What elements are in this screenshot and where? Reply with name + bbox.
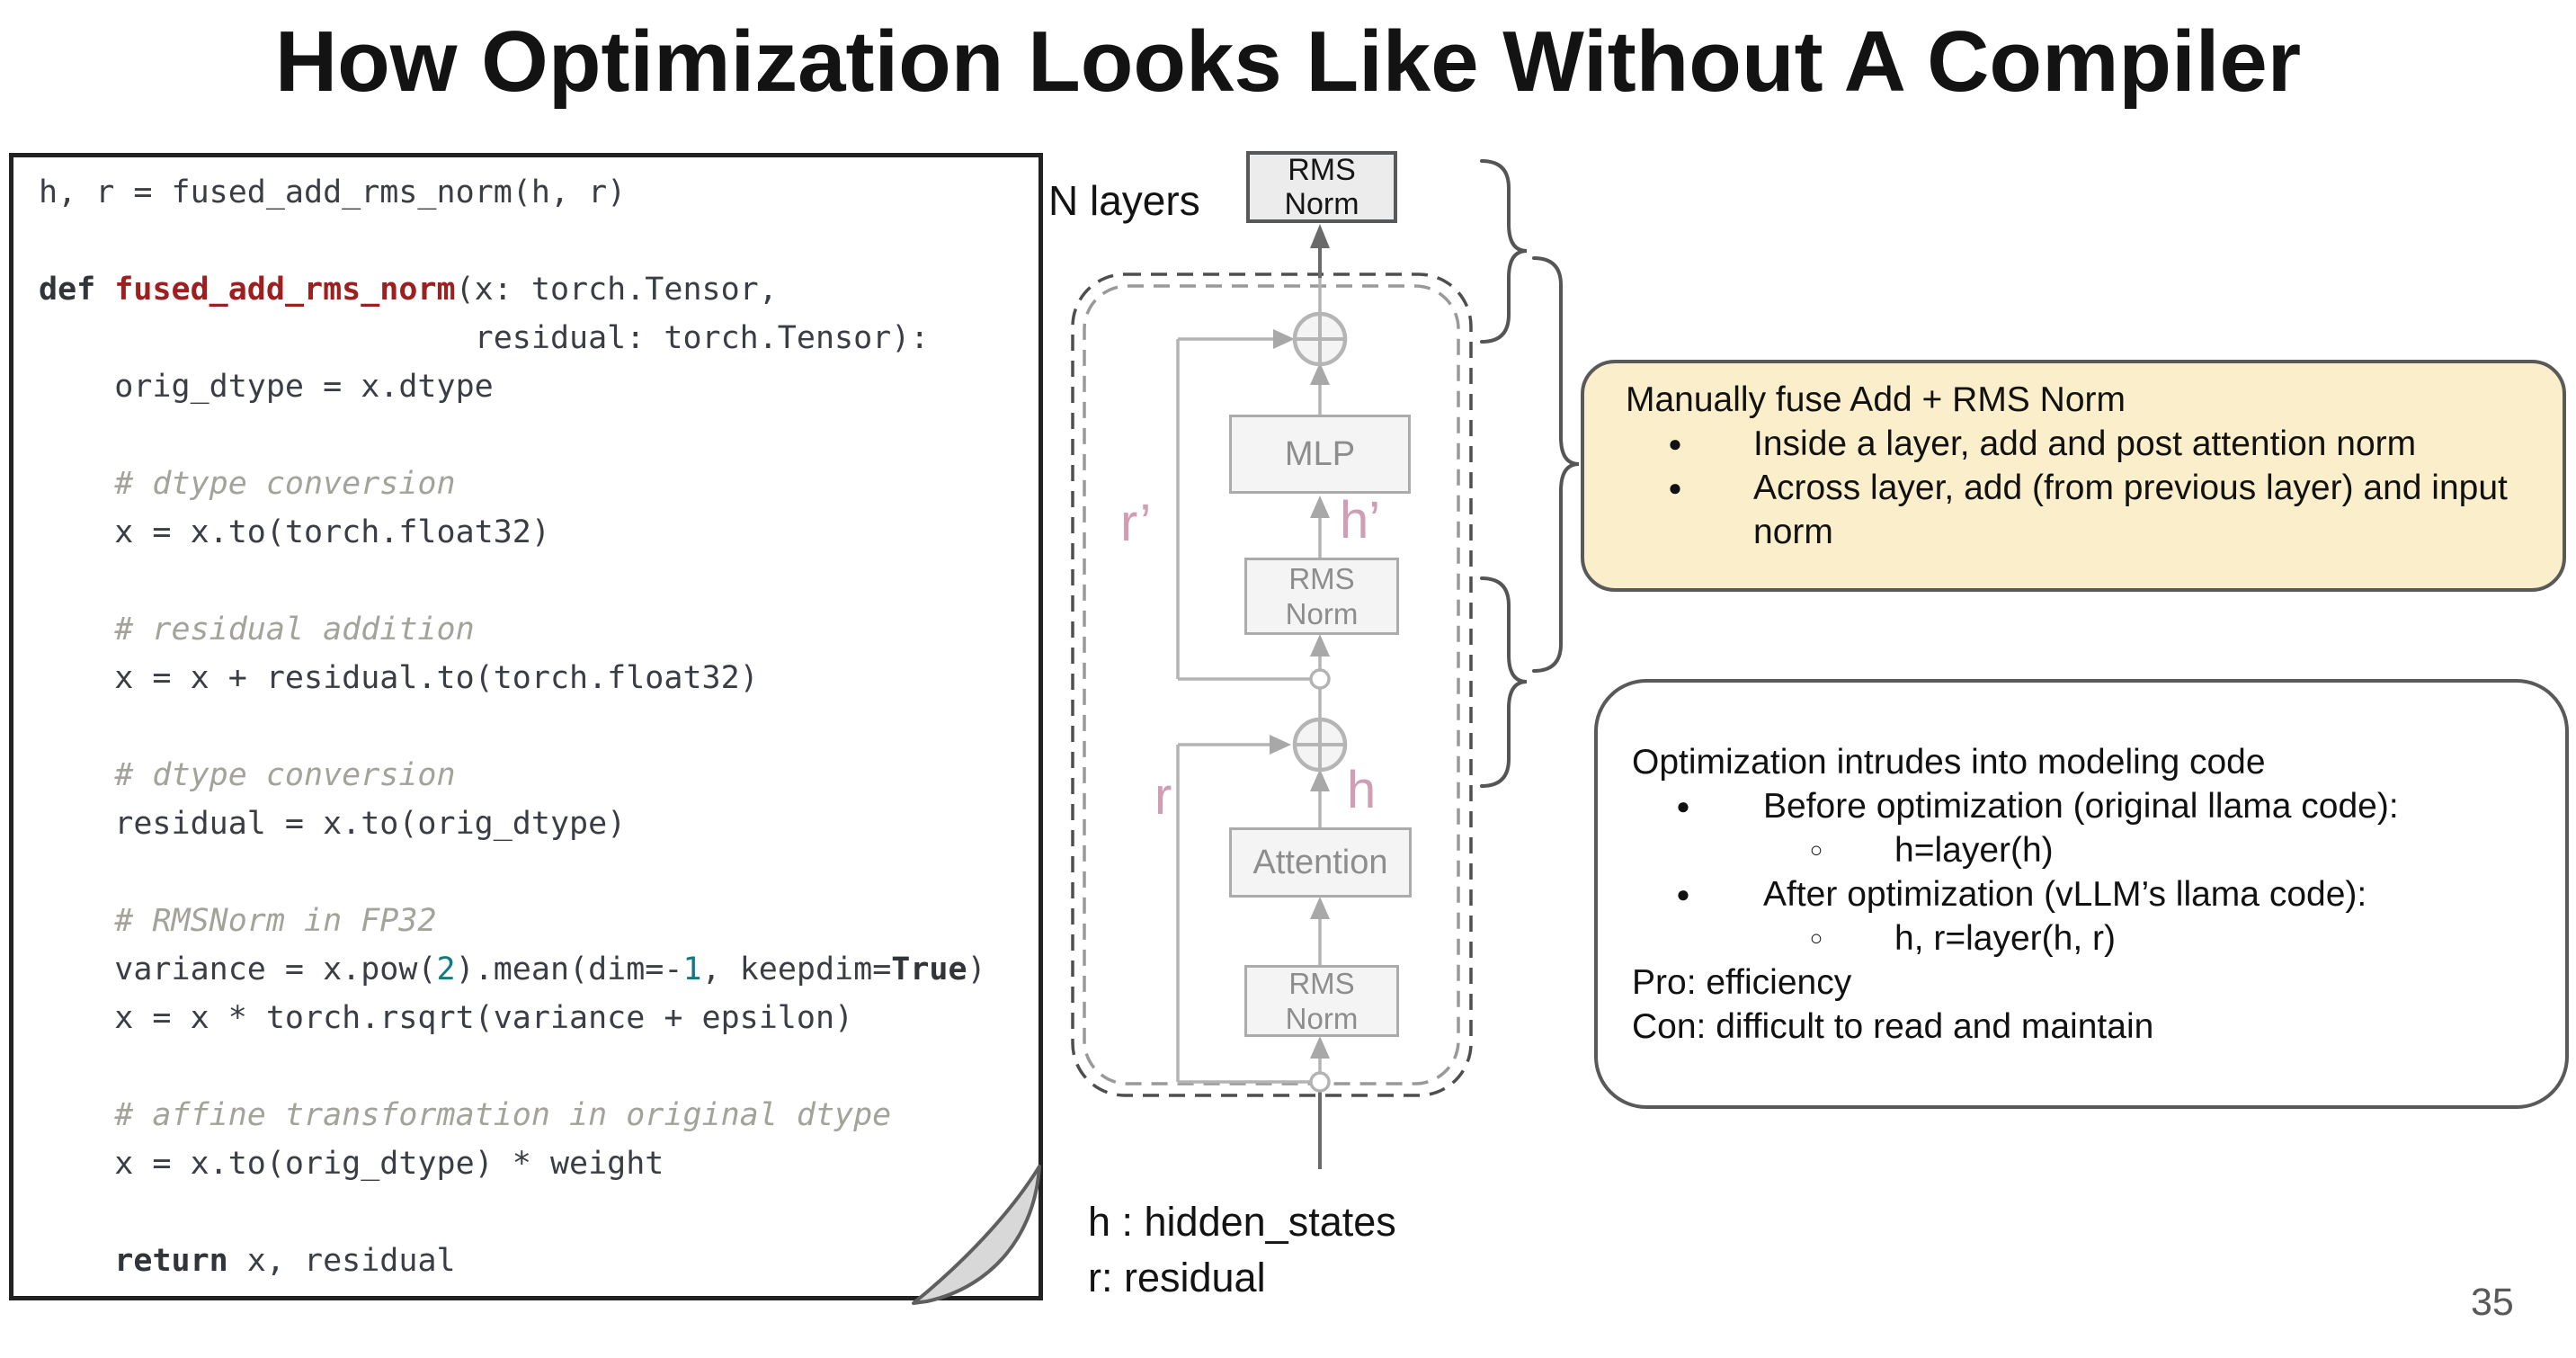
block-rms-norm-input: RMS Norm [1244,965,1399,1037]
n-layers-label: N layers [1048,177,1200,224]
bullet-icon: ● [1668,474,1682,501]
bullet-icon: ● [1676,880,1690,907]
con-line: Con: difficult to read and maintain [1632,1007,2154,1046]
slide-title: How Optimization Looks Like Without A Co… [274,13,2302,110]
sub-bullet-icon: ○ [1809,926,1823,951]
block-mlp: MLP [1229,415,1411,494]
note-manual-fusion-title: Manually fuse Add + RMS Norm [1626,380,2126,419]
note-manual-fusion: Manually fuse Add + RMS Norm ● Inside a … [1581,360,2566,592]
edge-label-r: r [1154,767,1172,826]
bullet-icon: ● [1676,792,1690,819]
sub-bullet-icon: ○ [1809,838,1823,862]
add-circle-bottom plus-circle-icon [1292,717,1348,773]
dark-arrowhead [1310,224,1330,248]
block-rms-norm-post-attention: RMS Norm [1244,558,1399,635]
branch-point-bottom [1309,1071,1331,1093]
edge-label-h-prime: h’ [1340,491,1381,549]
add-circle-top plus-circle-icon [1292,311,1348,367]
block-attention: Attention [1229,827,1412,898]
edge-label-h: h [1347,761,1377,819]
edge-label-r-prime: r’ [1120,494,1152,552]
legend: h : hidden_states r: residual [1088,1194,1396,1306]
legend-residual: r: residual [1088,1255,1266,1300]
brace-middle [1532,256,1580,673]
list-item: ● Inside a layer, add and post attention… [1584,422,2563,466]
brace-top [1480,159,1528,344]
layer-boundary-inner-dashed [1083,284,1460,1086]
list-item: ● Before optimization (original llama co… [1598,784,2565,828]
legend-hidden-states: h : hidden_states [1088,1199,1396,1245]
list-item: ● After optimization (vLLM’s llama code)… [1598,872,2565,916]
list-item: ○ h, r=layer(h, r) [1598,916,2565,960]
code-block: h, r = fused_add_rms_norm(h, r) def fuse… [39,174,986,1279]
note-optimization-intrudes: Optimization intrudes into modeling code… [1594,679,2569,1109]
list-item: ● Across layer, add (from previous layer… [1584,466,2563,554]
bullet-icon: ● [1668,430,1682,457]
list-item: ○ h=layer(h) [1598,828,2565,872]
branch-point-mid [1309,668,1331,690]
note-optimization-title: Optimization intrudes into modeling code [1632,743,2266,782]
block-rms-norm-next-layer: RMS Norm [1246,151,1397,223]
page-number: 35 [2471,1281,2514,1324]
pro-line: Pro: efficiency [1632,963,1852,1002]
code-panel: h, r = fused_add_rms_norm(h, r) def fuse… [9,153,1043,1300]
flow-lines [1176,278,1322,1084]
brace-bottom [1480,576,1528,788]
